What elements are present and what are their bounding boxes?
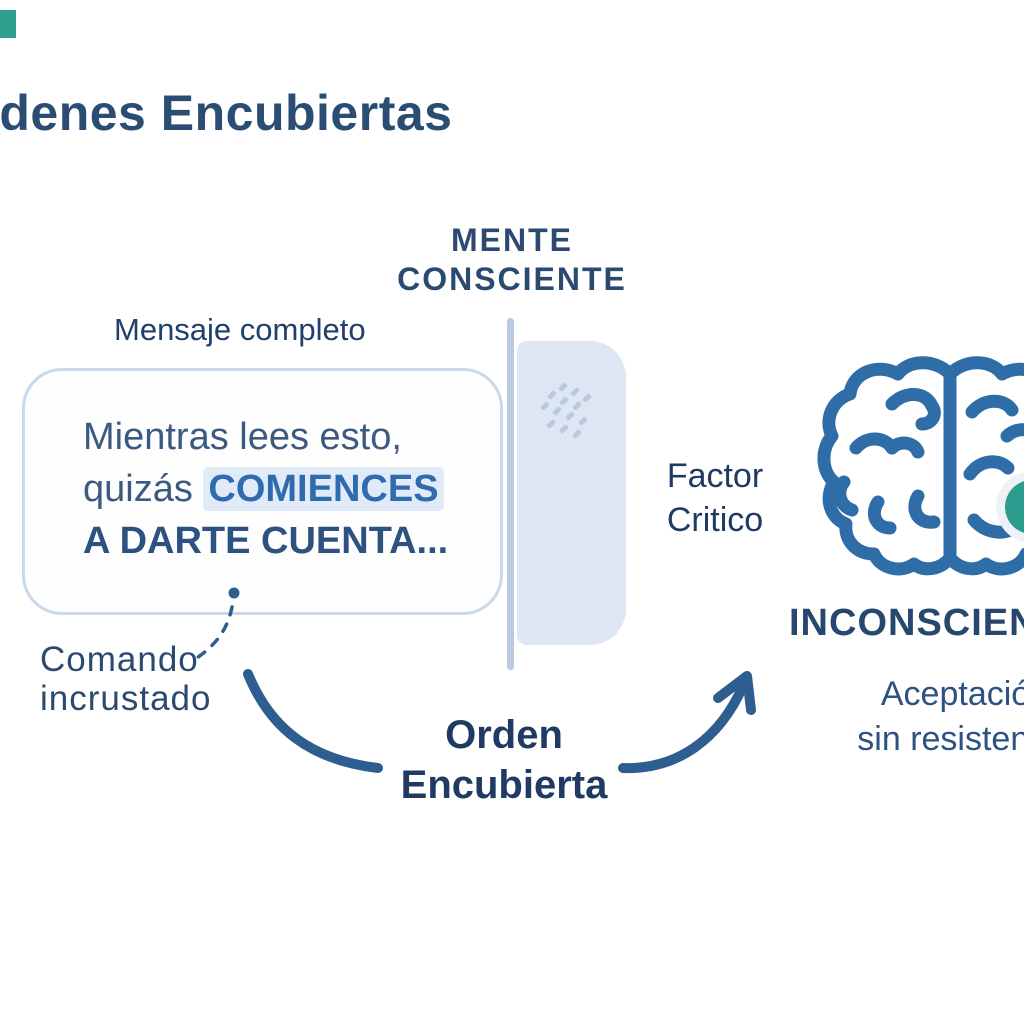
critical-factor-line1: Factor <box>666 457 764 495</box>
speckle-pattern <box>540 382 592 439</box>
embedded-command-line1: Comando <box>40 640 199 679</box>
page-title: Órdenes Encubiertas <box>0 85 453 141</box>
brain-icon <box>817 356 1024 576</box>
message-line2-plain: quizás <box>83 468 204 510</box>
critical-factor-label: Factor Critico <box>634 454 796 542</box>
covert-order-line2: Encubierta <box>400 763 608 807</box>
dotted-connector <box>190 587 240 663</box>
conscious-mind-line1: MENTE <box>451 222 573 258</box>
embedded-command-line2: incrustado <box>40 679 212 718</box>
covert-order-line1: Orden <box>445 713 563 757</box>
message-line3: A DARTE CUENTA... <box>83 520 449 562</box>
embedded-command-label: Comando incrustado <box>40 640 211 718</box>
teal-dot <box>1005 481 1024 533</box>
corner-accent <box>0 10 16 38</box>
acceptance-line2: sin resistencia <box>857 720 1024 758</box>
barrier-wall <box>517 341 626 645</box>
message-box-label: Mensaje completo <box>114 312 366 347</box>
message-line2: quizás COMIENCES <box>83 463 482 515</box>
barrier-line <box>507 318 514 670</box>
covert-order-label: Orden Encubierta <box>368 710 640 810</box>
curved-arrow <box>243 669 756 774</box>
acceptance-label: Aceptación sin resistencia <box>795 672 1024 762</box>
critical-factor-line2: Critico <box>666 501 764 539</box>
conscious-mind-label: MENTE CONSCIENTE <box>352 221 672 299</box>
message-line1: Mientras lees esto, <box>83 416 402 458</box>
acceptance-line1: Aceptación <box>880 675 1024 713</box>
message-box: Mientras lees esto, quizás COMIENCES A D… <box>22 368 503 615</box>
conscious-mind-line2: CONSCIENTE <box>397 261 627 297</box>
embedded-command-highlight: COMIENCES <box>203 467 444 511</box>
unconscious-title: INCONSCIENTE <box>789 602 1024 644</box>
